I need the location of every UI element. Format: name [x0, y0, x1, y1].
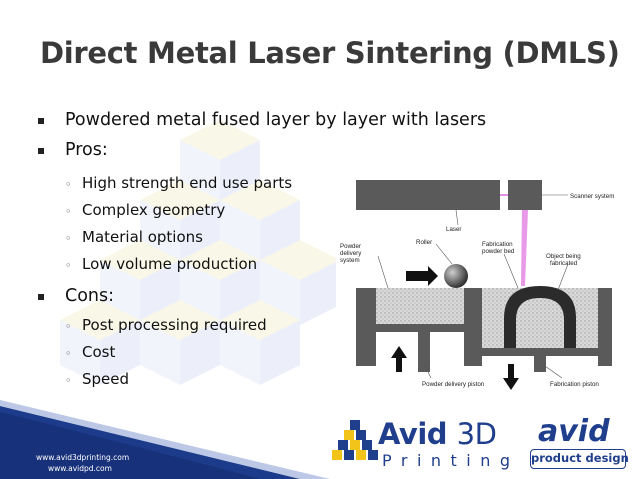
- left-wall: [356, 288, 376, 366]
- label-fab-bed-1: Fabrication: [482, 241, 513, 248]
- right-arrow-icon: [406, 266, 438, 286]
- circle-bullet-icon: ◦: [65, 259, 72, 272]
- center-wall: [464, 288, 482, 366]
- sub-bullet-text: Cost: [82, 343, 116, 361]
- right-wall: [598, 288, 612, 366]
- label-delivery-1: Powder: [340, 243, 361, 250]
- bullet-text: Cons:: [65, 286, 115, 306]
- laser-beam: [521, 210, 528, 286]
- scanner-block: [508, 180, 542, 210]
- logo-3d: 3D: [456, 417, 497, 451]
- circle-bullet-icon: ◦: [65, 347, 72, 360]
- fabricated-object: [504, 286, 576, 348]
- fabrication-piston-plate: [482, 348, 598, 356]
- powder-delivery: [376, 288, 464, 324]
- sub-bullet-text: Post processing required: [82, 316, 267, 334]
- label-roller: Roller: [416, 239, 432, 246]
- footer-url-1[interactable]: www.avid3dprinting.com: [36, 453, 130, 462]
- delivery-piston-plate: [376, 324, 464, 332]
- up-arrow-icon: [391, 346, 407, 372]
- circle-bullet-icon: ◦: [65, 178, 72, 191]
- product-design-badge: product design: [530, 449, 629, 469]
- sub-bullet-text: Speed: [82, 370, 130, 388]
- label-scanner: Scanner system: [570, 193, 614, 200]
- sub-bullet-text: Complex geometry: [82, 201, 226, 219]
- label-delivery-3: system: [340, 257, 360, 264]
- footer-url-2[interactable]: www.avidpd.com: [48, 464, 112, 473]
- delivery-piston-rod: [418, 332, 430, 372]
- square-bullet-icon: [38, 118, 44, 124]
- dmls-diagram: Scanner system Laser Roller Fabrication …: [336, 168, 632, 408]
- logo-avid: Avid: [378, 417, 448, 451]
- square-bullet-icon: [38, 294, 44, 300]
- avid-3d-logo-text: Avid 3D: [378, 417, 497, 451]
- logo-printing: Printing: [382, 451, 520, 470]
- label-object-1: Object being: [546, 253, 581, 260]
- circle-bullet-icon: ◦: [65, 374, 72, 387]
- label-fab-bed-2: powder bed: [482, 248, 515, 255]
- fabrication-piston-rod: [534, 356, 546, 372]
- laser-block: [356, 180, 500, 210]
- sub-bullet-text: High strength end use parts: [82, 174, 293, 192]
- footer-swoosh: [0, 400, 330, 479]
- bullet-text: Pros:: [65, 140, 108, 160]
- label-laser: Laser: [446, 226, 461, 233]
- circle-bullet-icon: ◦: [65, 205, 72, 218]
- circle-bullet-icon: ◦: [65, 232, 72, 245]
- cube-stack-logo: [332, 420, 378, 460]
- sub-bullet-text: Material options: [82, 228, 203, 246]
- avid-pd-logo: avid: [538, 414, 610, 449]
- slide-title: Direct Metal Laser Sintering (DMLS): [40, 36, 620, 70]
- roller: [444, 264, 468, 288]
- circle-bullet-icon: ◦: [65, 320, 72, 333]
- bullet-text: Powdered metal fused layer by layer with…: [65, 110, 487, 130]
- label-delivery-2: delivery: [340, 250, 362, 257]
- label-object-2: fabricated: [550, 260, 578, 267]
- label-delivery-piston: Powder delivery piston: [422, 381, 485, 388]
- label-fab-piston: Fabrication piston: [550, 381, 599, 388]
- sub-bullet-text: Low volume production: [82, 255, 258, 273]
- square-bullet-icon: [38, 148, 44, 154]
- down-arrow-icon: [503, 364, 519, 390]
